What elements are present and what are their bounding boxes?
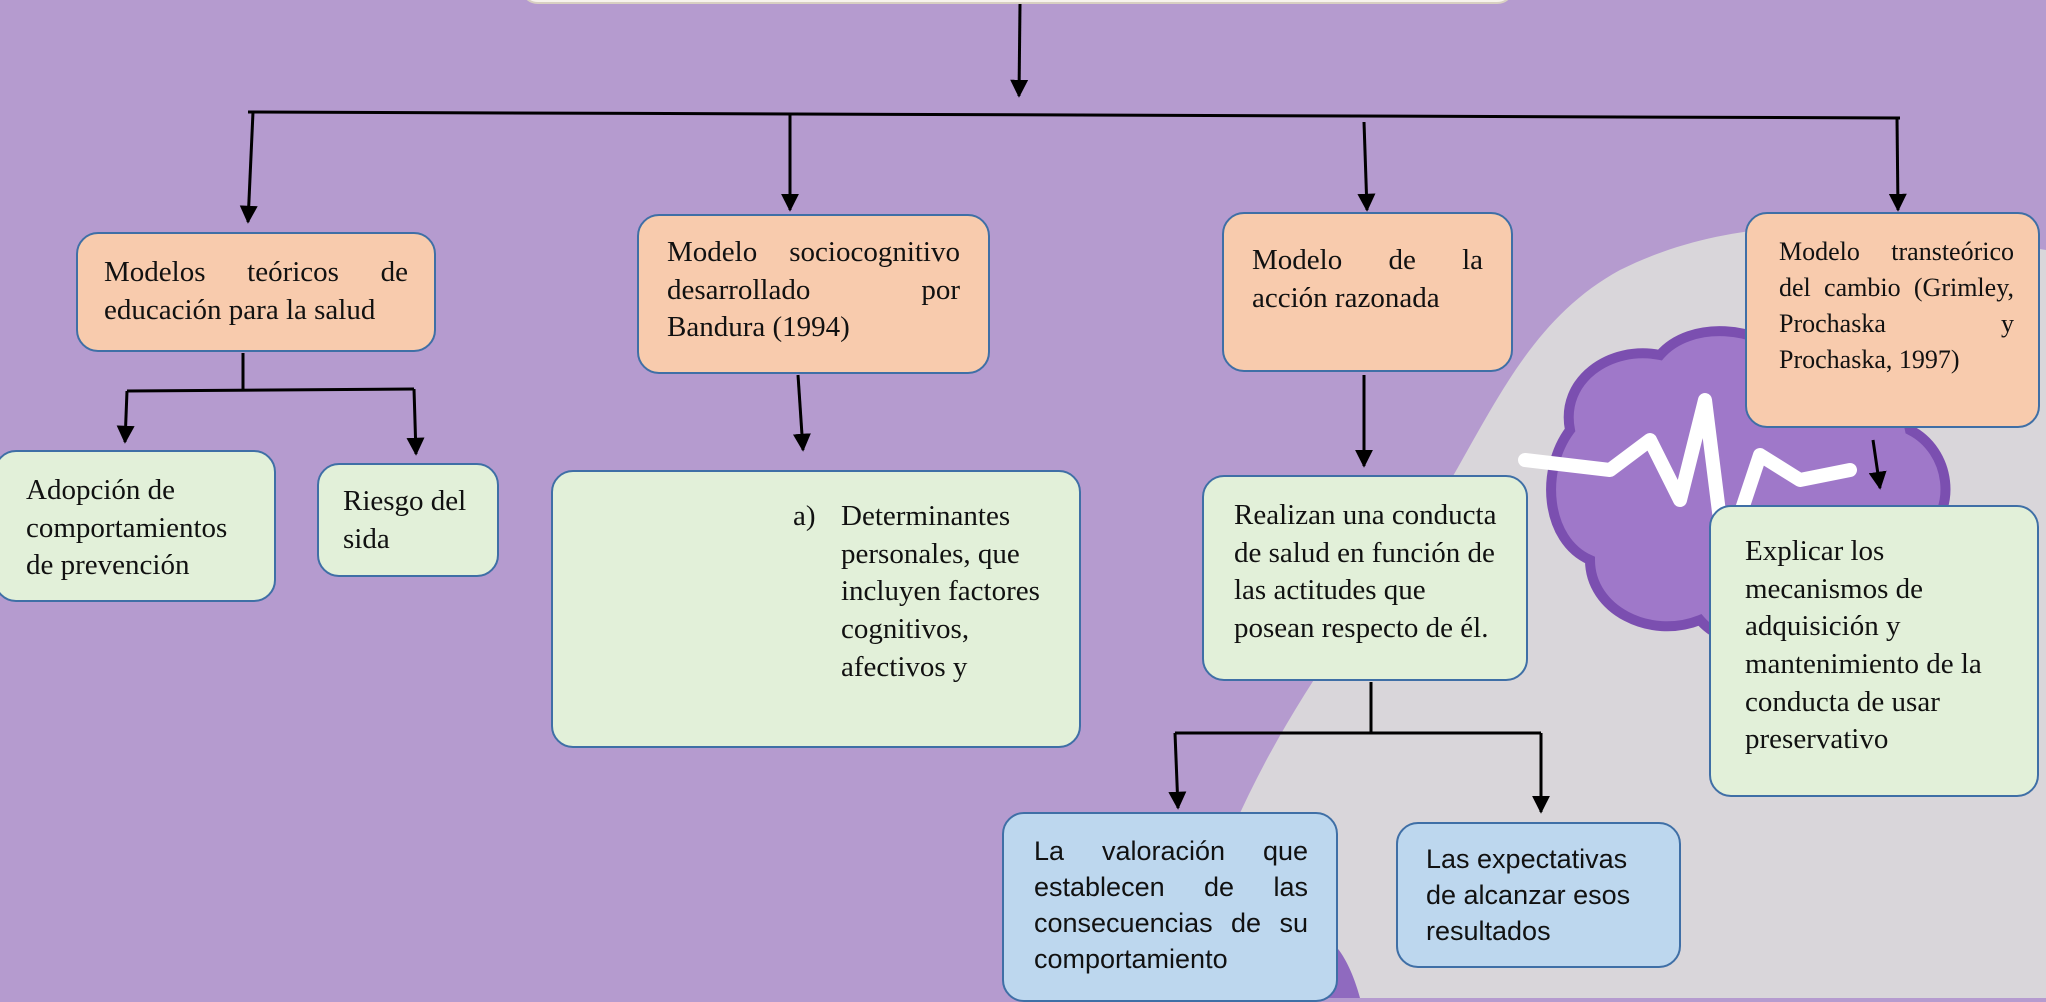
arrow-to-determinantes bbox=[792, 374, 811, 452]
arrow-to-modelos bbox=[239, 111, 258, 224]
heartbeat-line bbox=[1518, 393, 1857, 567]
node-adopcion: Adopción de comportamientos de prevenció… bbox=[0, 450, 276, 602]
arrow-to-adopcion bbox=[116, 390, 135, 444]
arrow-to-valoracion bbox=[1168, 732, 1187, 810]
node-expectativas: Las expectativas de alcanzar esos result… bbox=[1396, 822, 1681, 968]
node-valoracion: La valoración que establecen de las cons… bbox=[1002, 812, 1338, 1002]
node-realizan-conducta: Realizan una conducta de salud en funció… bbox=[1202, 475, 1528, 681]
arrow-to-accion bbox=[1357, 121, 1376, 212]
list-item: a) Determinantes personales, que incluye… bbox=[793, 498, 1049, 686]
arrow-to-transteorico bbox=[1888, 117, 1907, 212]
determinantes-list: a) Determinantes personales, que incluye… bbox=[793, 498, 1049, 686]
main-bus bbox=[247, 110, 1901, 120]
node-modelo-sociocognitivo: Modelo sociocognitivo desarrollado por B… bbox=[637, 214, 990, 374]
node-modelo-transteorico: Modelo transteórico del cambio (Grimley,… bbox=[1745, 212, 2040, 428]
node-determinantes: a) Determinantes personales, que incluye… bbox=[551, 470, 1081, 748]
arrow-to-explicar bbox=[1868, 439, 1887, 490]
arrow-to-riesgo bbox=[406, 388, 425, 456]
list-marker: a) bbox=[793, 500, 816, 532]
node-modelos-teoricos: Modelos teóricos de educación para la sa… bbox=[76, 232, 436, 352]
node-accion-razonada: Modelo de la acción razonada bbox=[1222, 212, 1513, 372]
node-explicar-mecanismos: Explicar los mecanismos de adquisición y… bbox=[1709, 505, 2039, 797]
trunk-arrow bbox=[1010, 3, 1029, 98]
node-riesgo-sida: Riesgo del sida bbox=[317, 463, 499, 577]
